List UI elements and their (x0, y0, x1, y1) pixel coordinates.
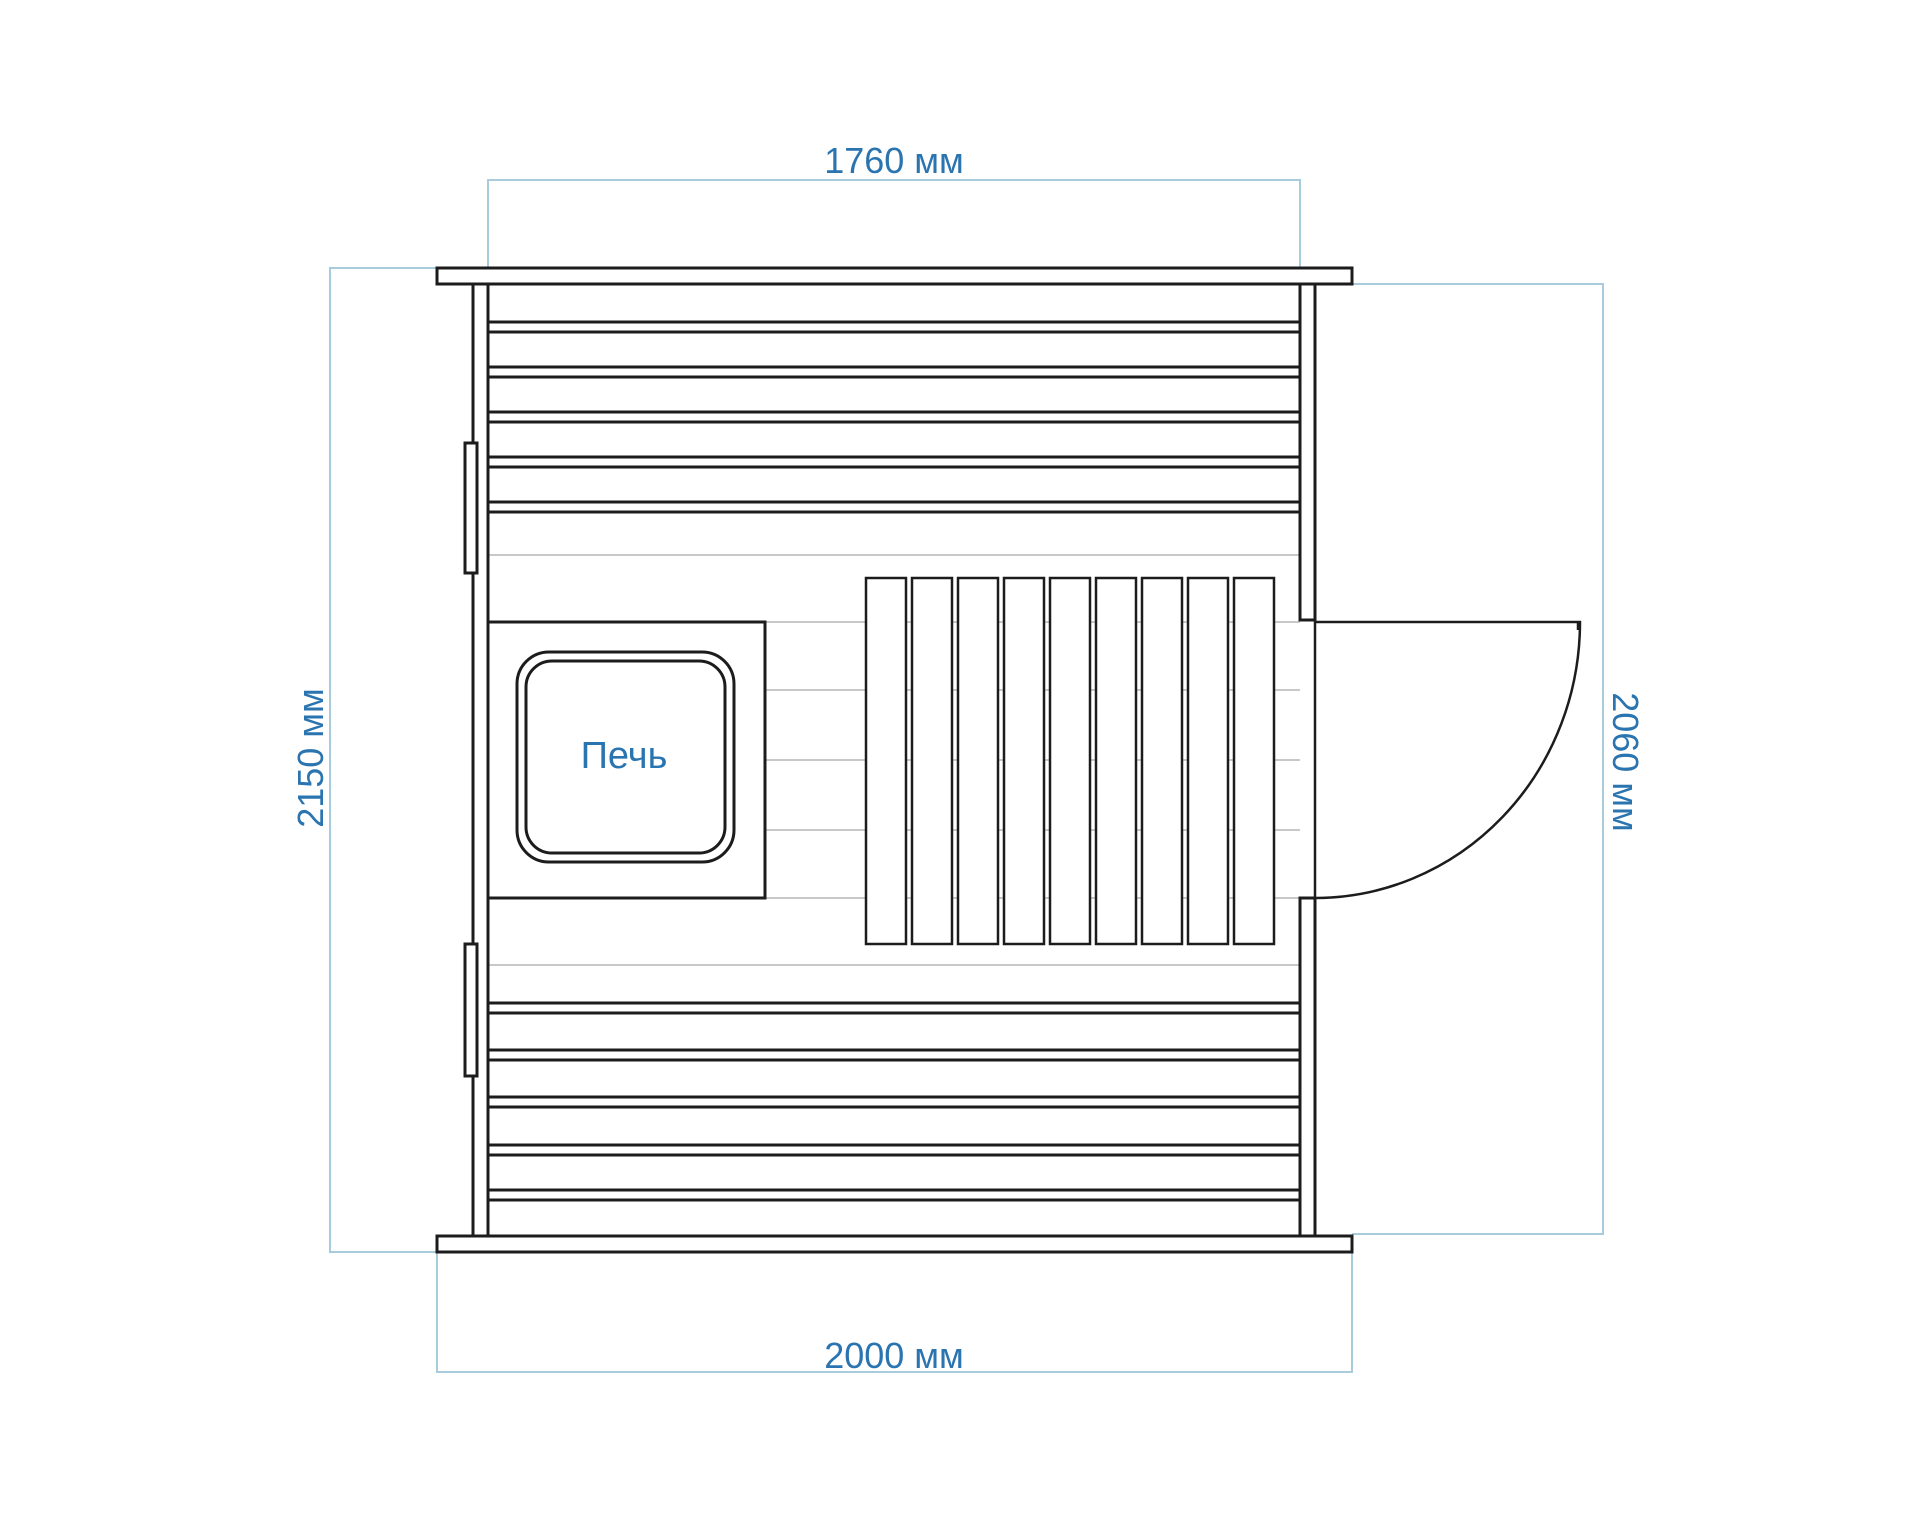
walls (435, 266, 1354, 1254)
dimension-label-bottom: 2000 мм (824, 1335, 964, 1376)
door (1313, 620, 1582, 900)
dimension-label-top: 1760 мм (824, 140, 964, 181)
stove-inner (524, 659, 727, 855)
window-left-lower (463, 942, 479, 1078)
bench-lower (486, 1001, 1302, 1202)
dimension-line-right (1352, 283, 1604, 1235)
stove-label: Печь (581, 735, 668, 777)
dimension-label-left: 2150 мм (290, 688, 331, 828)
stove: Печь (486, 620, 767, 900)
dimension-lines (329, 179, 1604, 1373)
wall-bottom (435, 1234, 1354, 1254)
dimension-line-bottom (436, 1250, 1353, 1373)
wall-left (471, 282, 490, 1238)
door-swing (1313, 620, 1582, 900)
wall-right-lower (1298, 896, 1317, 1238)
dimension-label-right: 2060 мм (1605, 692, 1646, 832)
bench-upper (486, 320, 1302, 514)
wall-right-upper (1298, 282, 1317, 622)
wall-top (435, 266, 1354, 286)
dimension-line-top (487, 179, 1301, 268)
dimension-line-left (329, 267, 437, 1253)
window-left-upper (463, 441, 479, 575)
duckboard (864, 576, 1276, 946)
